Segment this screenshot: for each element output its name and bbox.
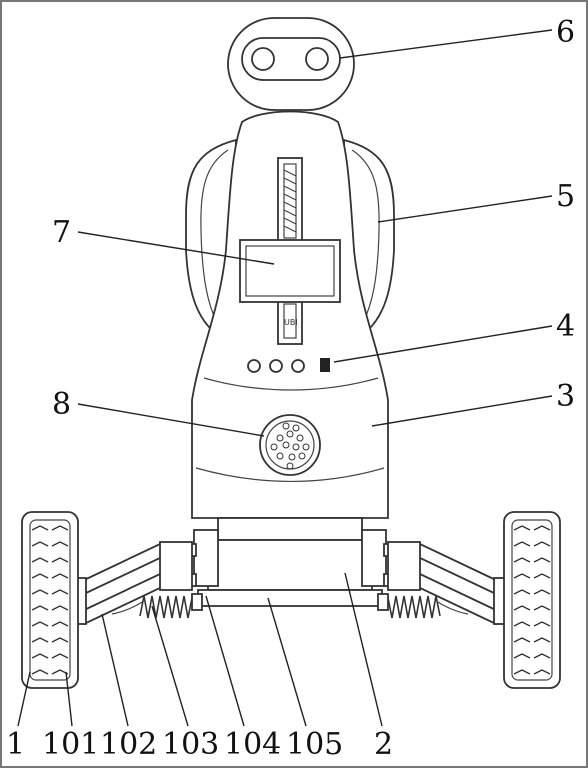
chassis-base: [193, 517, 387, 607]
label-1: 1: [6, 727, 25, 762]
leader-7: [77, 231, 275, 265]
left-wheel: [21, 511, 79, 689]
left-eye: [251, 47, 275, 71]
leader-5: [377, 195, 553, 223]
leader-2: [344, 572, 383, 727]
screen-text: UBI: [284, 318, 298, 327]
leader-105: [267, 597, 307, 727]
leader-8: [77, 403, 265, 437]
speaker-grille: [259, 414, 321, 476]
label-4: 4: [556, 309, 575, 344]
label-6: 6: [556, 15, 575, 50]
leader-lines: [17, 29, 553, 727]
label-5: 5: [556, 179, 575, 214]
button-1: [247, 359, 261, 373]
switch-icon: [320, 358, 330, 372]
label-105: 105: [286, 727, 343, 762]
label-2: 2: [374, 727, 393, 762]
label-103: 103: [162, 727, 219, 762]
label-7: 7: [52, 215, 71, 250]
leader-1: [17, 671, 31, 727]
robot-head: [227, 17, 355, 111]
button-2: [269, 359, 283, 373]
leader-101: [65, 671, 73, 727]
label-102: 102: [100, 727, 157, 762]
leader-104: [205, 595, 245, 727]
label-101: 101: [42, 727, 99, 762]
leader-6: [339, 29, 553, 59]
label-8: 8: [52, 387, 71, 422]
right-wheel: [503, 511, 561, 689]
leader-102: [101, 613, 129, 727]
right-eye: [305, 47, 329, 71]
leader-3: [371, 395, 553, 427]
leader-4: [333, 325, 553, 363]
button-3: [291, 359, 305, 373]
control-buttons: [247, 358, 330, 373]
label-104: 104: [224, 727, 281, 762]
label-3: 3: [556, 379, 575, 414]
leader-103: [151, 605, 189, 727]
display-screen: [239, 239, 341, 303]
right-suspension: [377, 541, 509, 626]
left-suspension: [71, 541, 203, 626]
